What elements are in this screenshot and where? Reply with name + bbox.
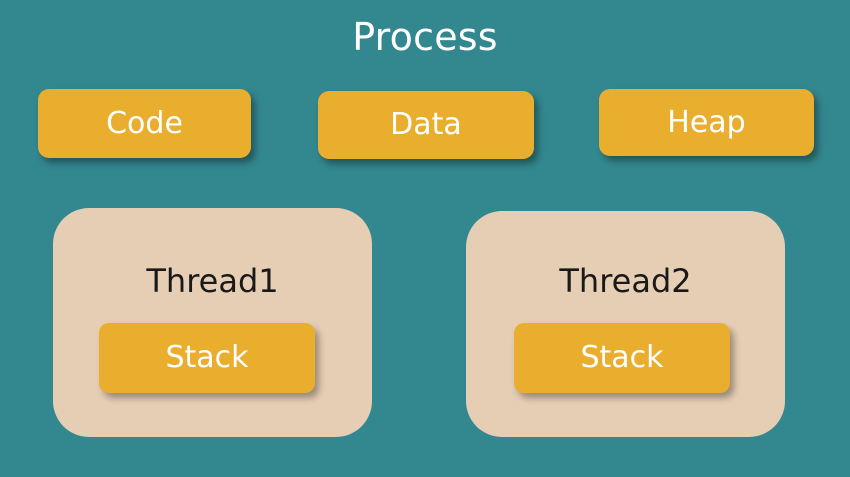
thread-1-label: Thread1 [146,262,279,300]
memory-segment-heap-label: Heap [667,104,746,140]
page-title: Process [352,15,498,59]
memory-segment-data[interactable]: Data [318,91,534,159]
memory-segment-code-label: Code [106,105,183,141]
memory-segment-data-label: Data [390,107,462,142]
thread-1-stack-label: Stack [165,340,249,375]
thread-2-label: Thread2 [559,262,692,300]
memory-segment-heap[interactable]: Heap [599,89,814,156]
memory-segment-code[interactable]: Code [38,89,251,158]
thread-2-stack[interactable]: Stack [514,323,730,393]
thread-2-stack-label: Stack [580,340,664,375]
thread-container-1[interactable]: Thread1 [53,208,372,437]
thread-1-stack[interactable]: Stack [99,323,315,393]
